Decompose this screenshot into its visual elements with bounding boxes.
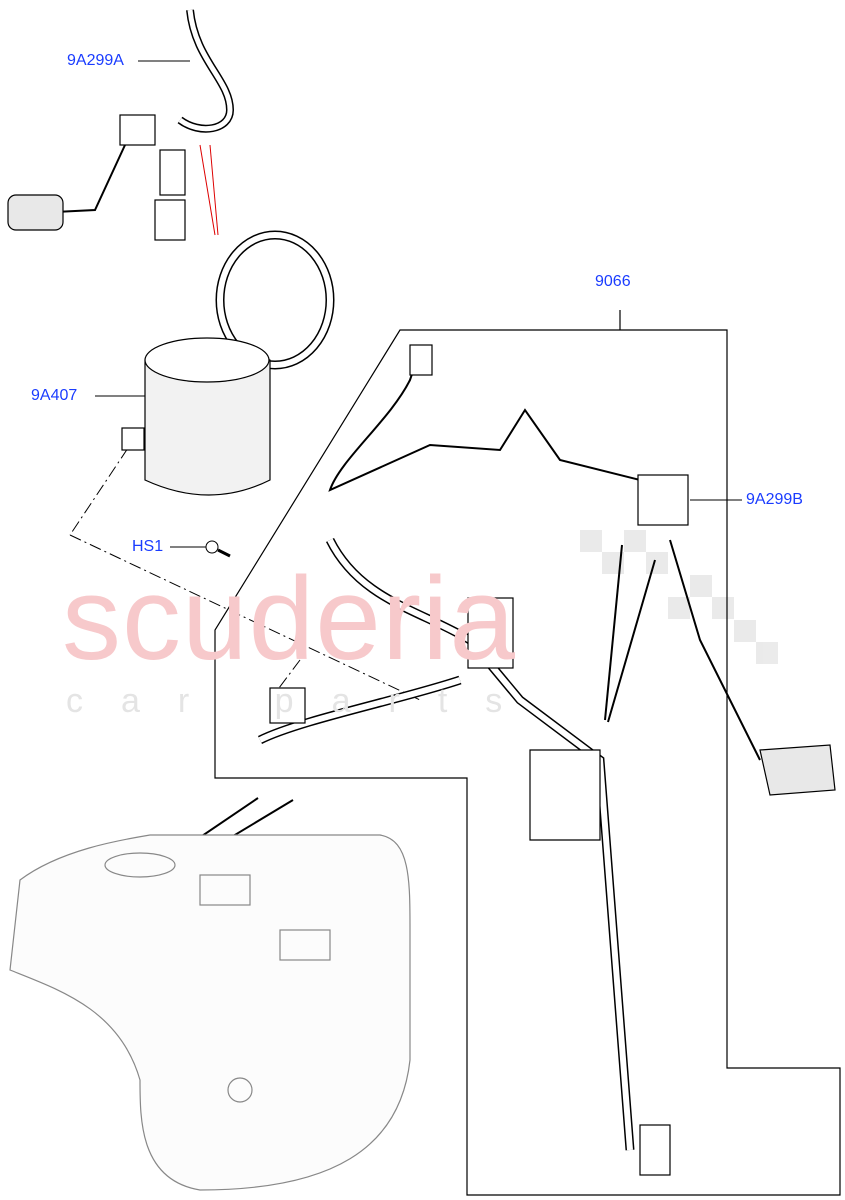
fuel-tank	[9, 834, 411, 1191]
dash-dot-lines	[69, 429, 421, 701]
callout-9066[interactable]: 9066	[595, 273, 631, 290]
fuel-level-sender-9A299A	[7, 9, 235, 231]
kit-outline-9066	[214, 310, 841, 1196]
red-guide-lines	[199, 144, 219, 236]
callout-9A299B[interactable]: 9A299B	[746, 491, 803, 508]
callout-9A299A[interactable]: 9A299A	[67, 52, 124, 69]
callout-9A407[interactable]: 9A407	[31, 387, 78, 404]
screw-HS1	[205, 540, 231, 558]
fuel-pump-9A407	[121, 199, 335, 496]
fuel-pump-module-kit-9066	[257, 344, 836, 1176]
watermark-flag	[580, 530, 778, 664]
callout-HS1[interactable]: HS1	[132, 538, 164, 555]
watermark-logo-text: scuderia	[62, 553, 517, 685]
watermark-subtext: car parts	[66, 682, 541, 720]
